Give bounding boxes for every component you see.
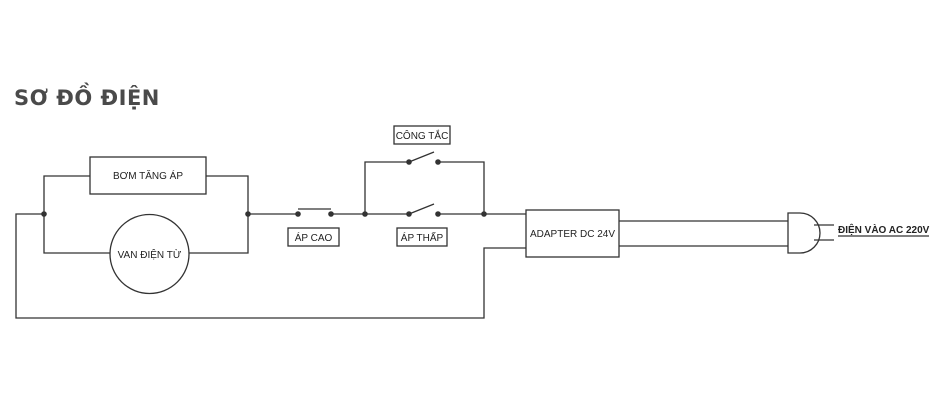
switch-branch-wire (364, 161, 485, 214)
high-pressure-label-box (287, 227, 340, 247)
low-pressure-label-box (396, 227, 448, 247)
return-wire (15, 213, 526, 319)
low-pressure-switch-contact (408, 203, 435, 215)
high-pressure-label: ÁP CAO (295, 231, 333, 244)
pump-box (89, 156, 207, 195)
junction-dot (245, 211, 251, 217)
switch-terminal-right (435, 159, 441, 165)
switch-label: CÔNG TẮC (396, 129, 449, 142)
low-pressure-label: ÁP THẤP (401, 231, 444, 244)
pump-branch-wire (43, 175, 249, 214)
pump-label: BƠM TĂNG ÁP (113, 169, 183, 182)
diagram-title: SƠ ĐỒ ĐIỆN (14, 86, 160, 110)
adapter-box (525, 209, 620, 258)
valve-label: VAN ĐIỆN TỪ (118, 248, 182, 261)
plug-prongs (814, 224, 834, 241)
junction-dot (362, 211, 368, 217)
switch-label-box (393, 125, 451, 145)
junction-dot (41, 211, 47, 217)
ac-cord-wire (619, 220, 788, 247)
valve-circle (109, 213, 190, 295)
junction-dot (481, 211, 487, 217)
power-in-label: ĐIỆN VÀO AC 220V (838, 223, 930, 236)
valve-branch-wire (43, 214, 249, 254)
adapter-label: ADAPTER DC 24V (530, 229, 615, 240)
switch-contact (408, 151, 435, 163)
high-pressure-switch-terminal-left (295, 211, 301, 217)
plug-icon (787, 212, 821, 254)
